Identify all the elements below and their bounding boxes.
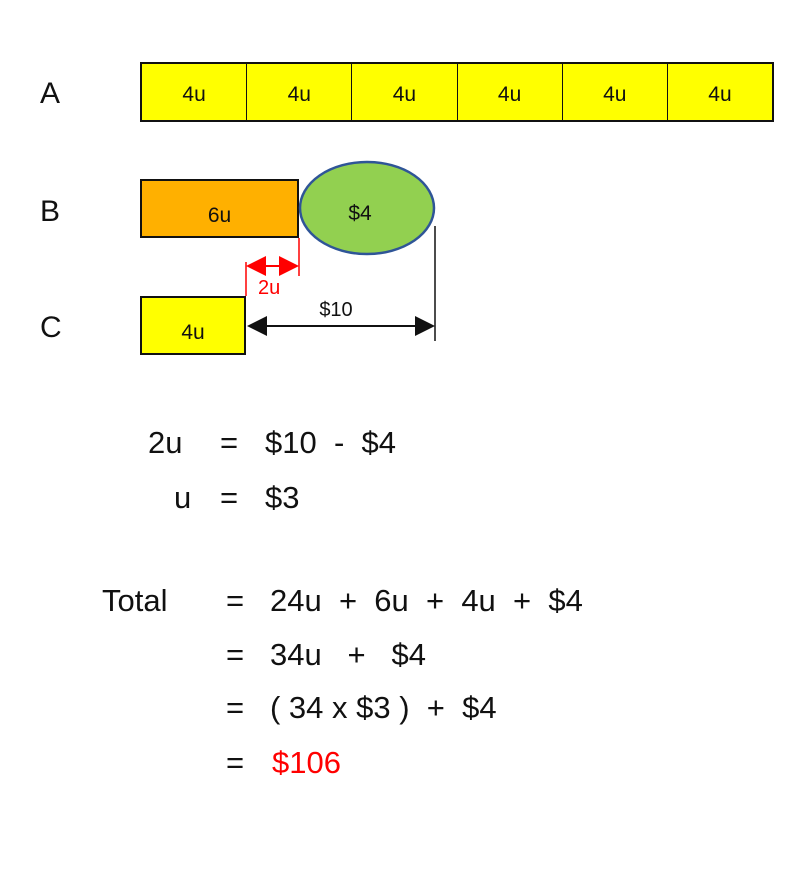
eq2-lhs: u (174, 480, 192, 515)
bar-a-unit: 4u (667, 64, 773, 120)
total-line-1: 24u + 6u + 4u + $4 (270, 583, 583, 618)
eq2-rhs: $3 (265, 480, 300, 515)
span-label: $10 (319, 299, 352, 321)
total-equals-1: = (226, 583, 245, 618)
bar-a-unit: 4u (457, 64, 563, 120)
total-answer: $106 (272, 745, 341, 780)
diff-label: 2u (258, 277, 280, 299)
eq2-equals: = (220, 480, 239, 515)
eq1-lhs: 2u (148, 425, 183, 460)
total-equals-2: = (226, 637, 245, 672)
bar-a-unit: 4u (352, 64, 458, 120)
row-label-b: B (40, 195, 61, 228)
row-label-c: C (40, 311, 62, 344)
oval-label: $4 (348, 202, 372, 225)
oval-4 (298, 160, 436, 256)
total-equals-4: = (226, 745, 245, 780)
total-label: Total (102, 583, 168, 618)
eq1-equals: = (220, 425, 239, 460)
eq1-rhs: $10 - $4 (265, 425, 396, 460)
total-line-3: ( 34 x $3 ) + $4 (270, 690, 497, 725)
bar-a: 4u 4u 4u 4u 4u 4u (140, 62, 774, 122)
box-b: 6u (140, 179, 299, 238)
bar-a-unit: 4u (247, 64, 353, 120)
box-c: 4u (140, 296, 246, 355)
row-label-a: A (40, 77, 61, 110)
bar-a-unit: 4u (562, 64, 668, 120)
total-equals-3: = (226, 690, 245, 725)
bar-a-unit: 4u (142, 64, 248, 120)
total-line-2: 34u + $4 (270, 637, 426, 672)
